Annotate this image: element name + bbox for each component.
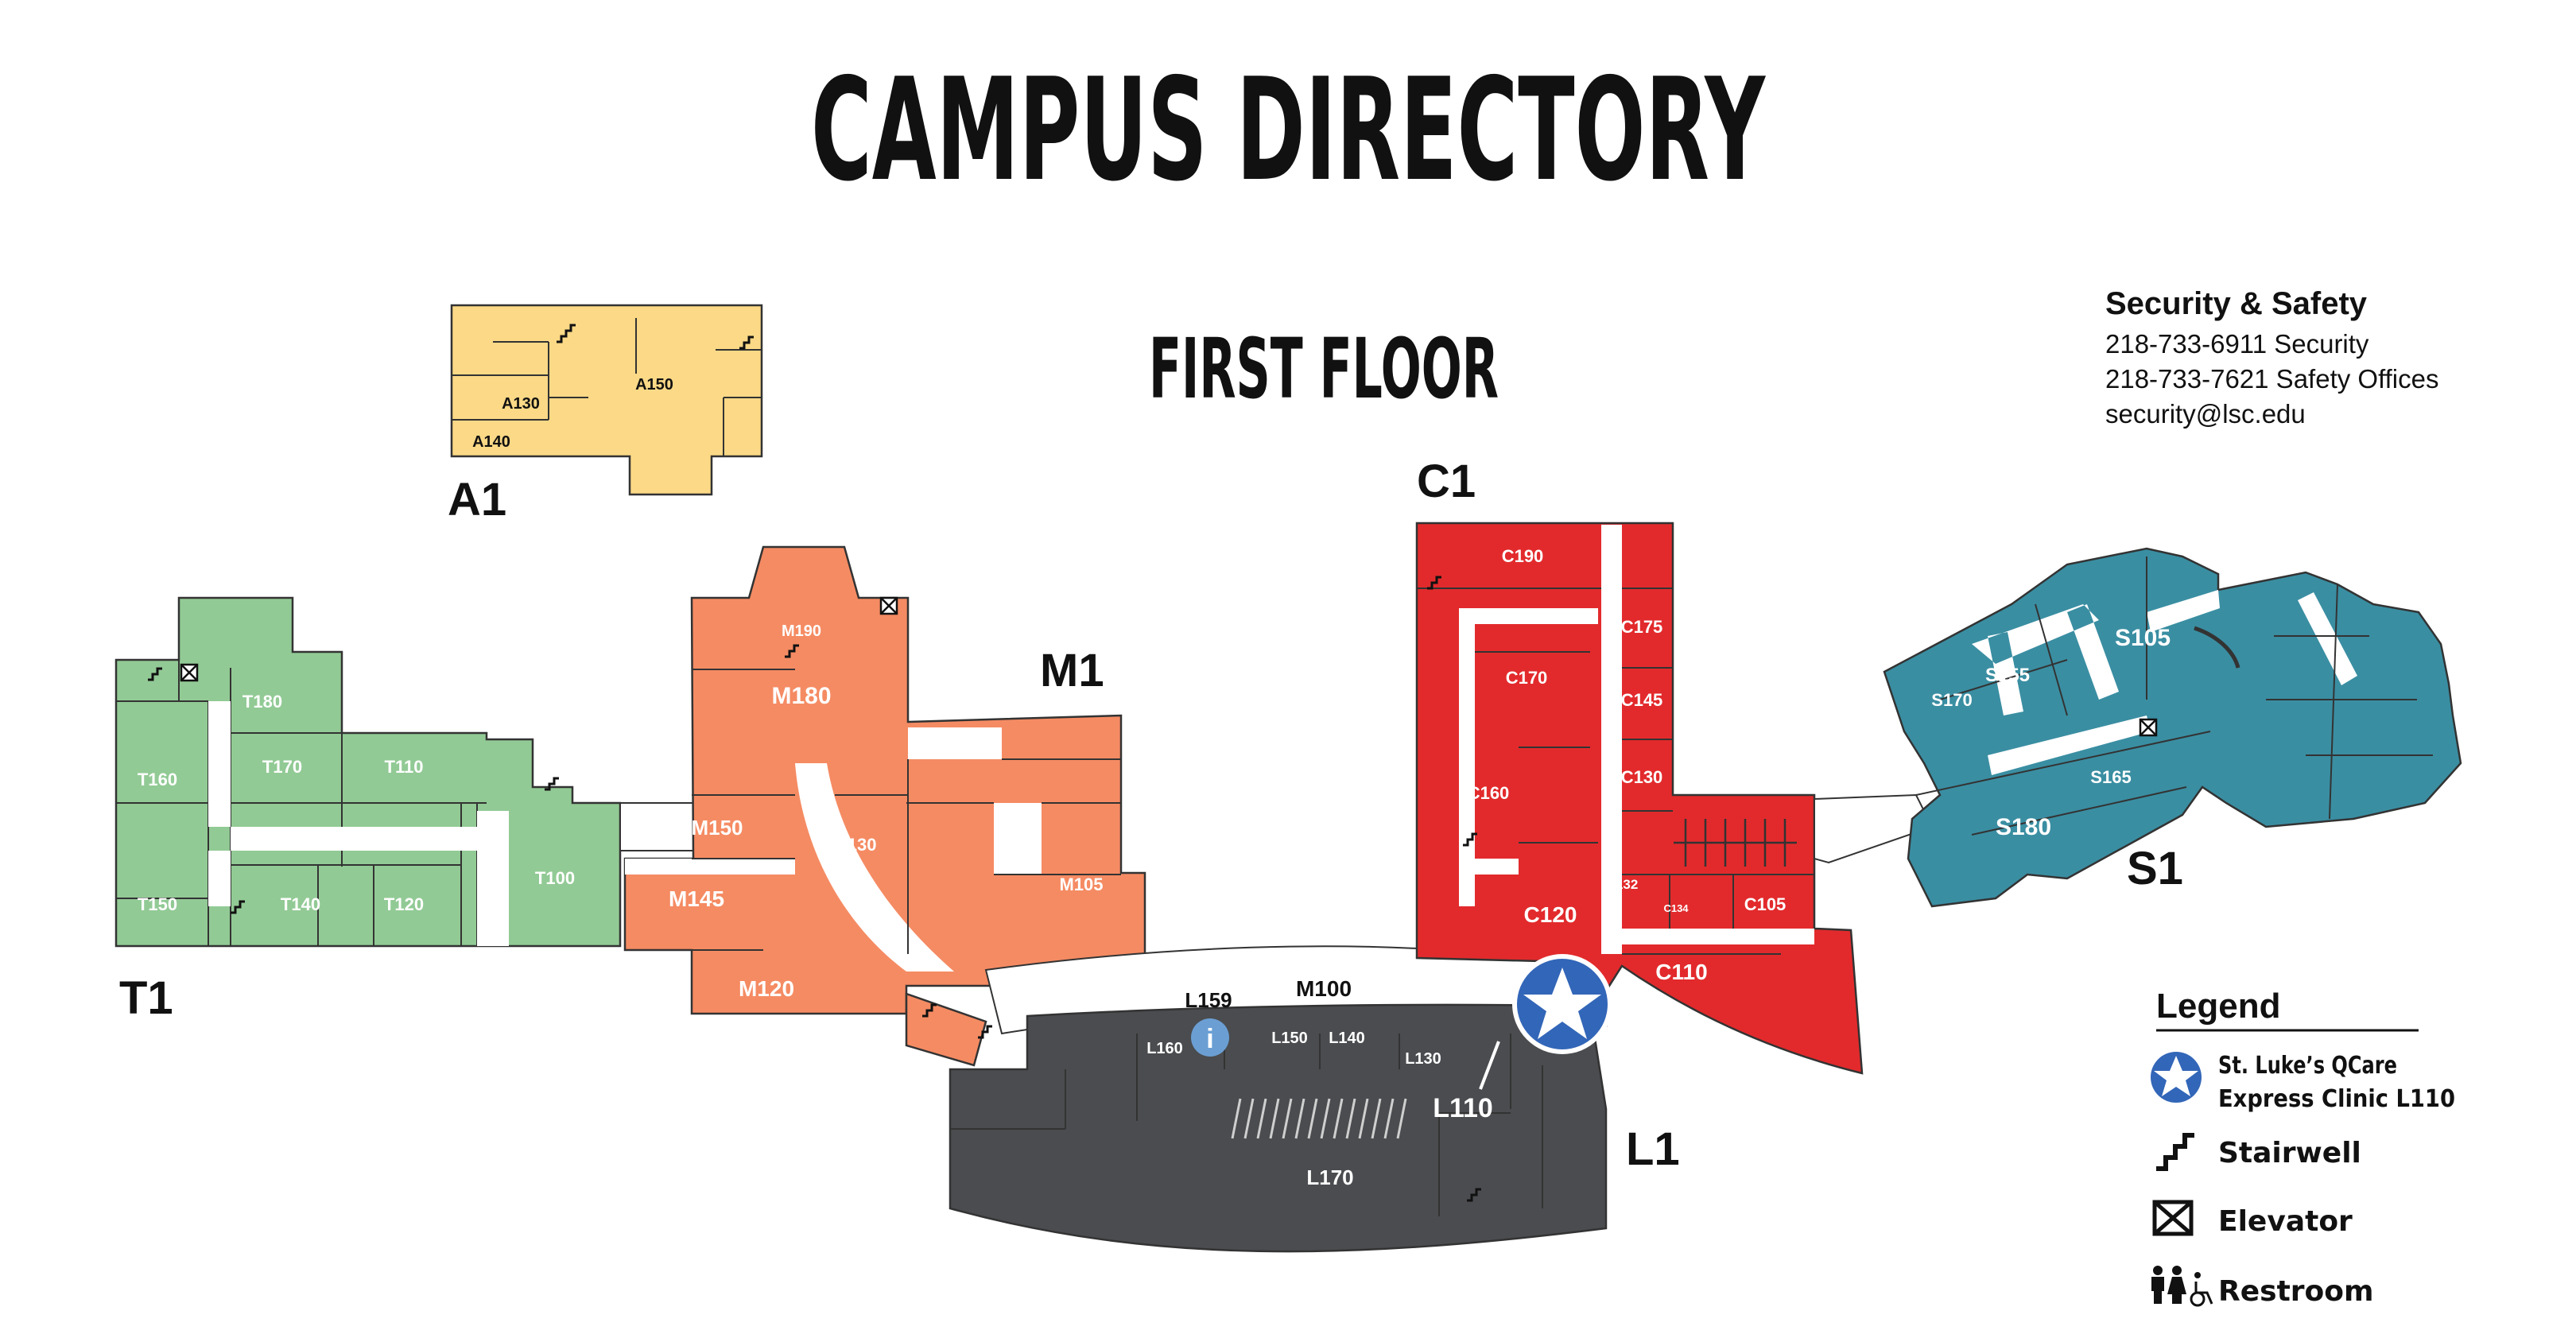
building-a1[interactable]: A150 A130 A140 A1 xyxy=(448,304,763,526)
legend-stairwell-label: Stairwell xyxy=(2218,1137,2361,1169)
security-heading: Security & Safety xyxy=(2105,286,2368,321)
building-m1-label: M1 xyxy=(1040,645,1104,696)
room-s180[interactable]: S180 xyxy=(1996,814,2051,840)
room-l130[interactable]: L130 xyxy=(1405,1050,1441,1068)
room-t180[interactable]: T180 xyxy=(242,692,282,712)
room-s105[interactable]: S105 xyxy=(2115,625,2171,651)
legend-clinic-label-line2: Express Clinic L110 xyxy=(2218,1085,2455,1113)
building-a1-shape[interactable] xyxy=(450,304,763,496)
building-c1-label: C1 xyxy=(1417,456,1476,507)
room-m120[interactable]: M120 xyxy=(739,976,794,1001)
room-m145[interactable]: M145 xyxy=(669,886,724,911)
room-l159[interactable]: L159 xyxy=(1185,988,1232,1012)
room-l150[interactable]: L150 xyxy=(1271,1030,1308,1047)
room-l160[interactable]: L160 xyxy=(1146,1040,1183,1057)
room-c132[interactable]: C132 xyxy=(1606,877,1639,892)
legend-title: Legend xyxy=(2156,987,2280,1026)
building-m1[interactable]: M190 M180 M150 M130 M145 M105 M120 M1 xyxy=(623,545,1146,1067)
room-m150[interactable]: M150 xyxy=(691,816,743,840)
room-c110[interactable]: C110 xyxy=(1655,960,1707,984)
building-l1-shape[interactable] xyxy=(949,1003,1608,1253)
room-c190[interactable]: C190 xyxy=(1502,546,1544,566)
room-t150[interactable]: T150 xyxy=(138,894,177,914)
restroom-icon xyxy=(2151,1266,2213,1307)
security-email[interactable]: security@lsc.edu xyxy=(2105,399,2306,429)
legend-clinic-label: St. Luke’s QCare xyxy=(2218,1052,2397,1080)
stairwell-icon xyxy=(2156,1133,2194,1171)
room-t110[interactable]: T110 xyxy=(385,757,424,777)
building-s1-label: S1 xyxy=(2127,843,2183,894)
star-icon xyxy=(2151,1052,2202,1103)
room-m190[interactable]: M190 xyxy=(782,622,821,640)
room-t100[interactable]: T100 xyxy=(535,868,575,888)
legend: Legend St. Luke’s QCare Express Clinic L… xyxy=(2151,987,2455,1308)
svg-text:i: i xyxy=(1206,1024,1213,1054)
room-c160[interactable]: C160 xyxy=(1468,783,1510,803)
room-c145[interactable]: C145 xyxy=(1621,690,1663,710)
room-c130[interactable]: C130 xyxy=(1621,767,1663,787)
room-m130[interactable]: M130 xyxy=(832,835,876,855)
room-t160[interactable]: T160 xyxy=(138,770,177,789)
legend-restroom-label: Restroom xyxy=(2218,1275,2374,1308)
room-c170[interactable]: C170 xyxy=(1506,668,1548,688)
building-t1-label: T1 xyxy=(119,972,173,1024)
floor-title: FIRST FLOOR xyxy=(1149,320,1499,417)
room-a150[interactable]: A150 xyxy=(635,376,673,394)
room-c105[interactable]: C105 xyxy=(1744,894,1787,914)
building-s1[interactable]: S105 S155 S170 S165 S180 S1 xyxy=(1883,547,2462,908)
safety-phone[interactable]: 218-733-7621 Safety Offices xyxy=(2105,364,2439,394)
room-m180[interactable]: M180 xyxy=(771,683,831,709)
room-s170[interactable]: S170 xyxy=(1931,690,1972,710)
room-a140[interactable]: A140 xyxy=(472,433,510,451)
room-s165[interactable]: S165 xyxy=(2090,767,2131,787)
room-l170[interactable]: L170 xyxy=(1306,1165,1353,1189)
room-t140[interactable]: T140 xyxy=(281,894,320,914)
building-t1[interactable]: T180 T160 T170 T110 T100 T150 T140 T120 … xyxy=(114,596,622,1024)
stairwell-icon xyxy=(148,324,1481,1202)
room-s155[interactable]: S155 xyxy=(1985,665,2030,686)
security-phone[interactable]: 218-733-6911 Security xyxy=(2105,329,2369,359)
building-l1[interactable]: L159 M100 L160 L150 L140 L130 L110 L170 … xyxy=(949,976,1680,1253)
clinic-star-marker[interactable] xyxy=(1512,954,1612,1054)
security-contact: Security & Safety 218-733-6911 Security … xyxy=(2105,286,2439,432)
building-c1[interactable]: C190 C175 C170 C145 C130 C160 C132 C134 … xyxy=(1415,456,1864,1075)
room-m105[interactable]: M105 xyxy=(1059,875,1103,894)
room-a130[interactable]: A130 xyxy=(502,395,540,413)
building-l1-label: L1 xyxy=(1626,1123,1680,1175)
room-t120[interactable]: T120 xyxy=(384,894,424,914)
room-l140[interactable]: L140 xyxy=(1329,1030,1365,1047)
building-t1-shape[interactable] xyxy=(114,596,622,948)
elevator-icon xyxy=(2152,1200,2194,1236)
room-t170[interactable]: T170 xyxy=(262,757,302,777)
legend-elevator-label: Elevator xyxy=(2218,1205,2353,1238)
room-c120[interactable]: C120 xyxy=(1524,902,1577,927)
room-c175[interactable]: C175 xyxy=(1621,617,1663,637)
page-title: CAMPUS DIRECTORY xyxy=(811,48,1766,212)
room-l110[interactable]: L110 xyxy=(1433,1093,1493,1123)
room-c134[interactable]: C134 xyxy=(1663,902,1689,914)
corridor-m100[interactable]: M100 xyxy=(1296,976,1352,1001)
elevator-icon xyxy=(180,596,2158,737)
building-a1-label: A1 xyxy=(448,474,506,526)
info-icon[interactable]: i xyxy=(1191,1018,1229,1057)
